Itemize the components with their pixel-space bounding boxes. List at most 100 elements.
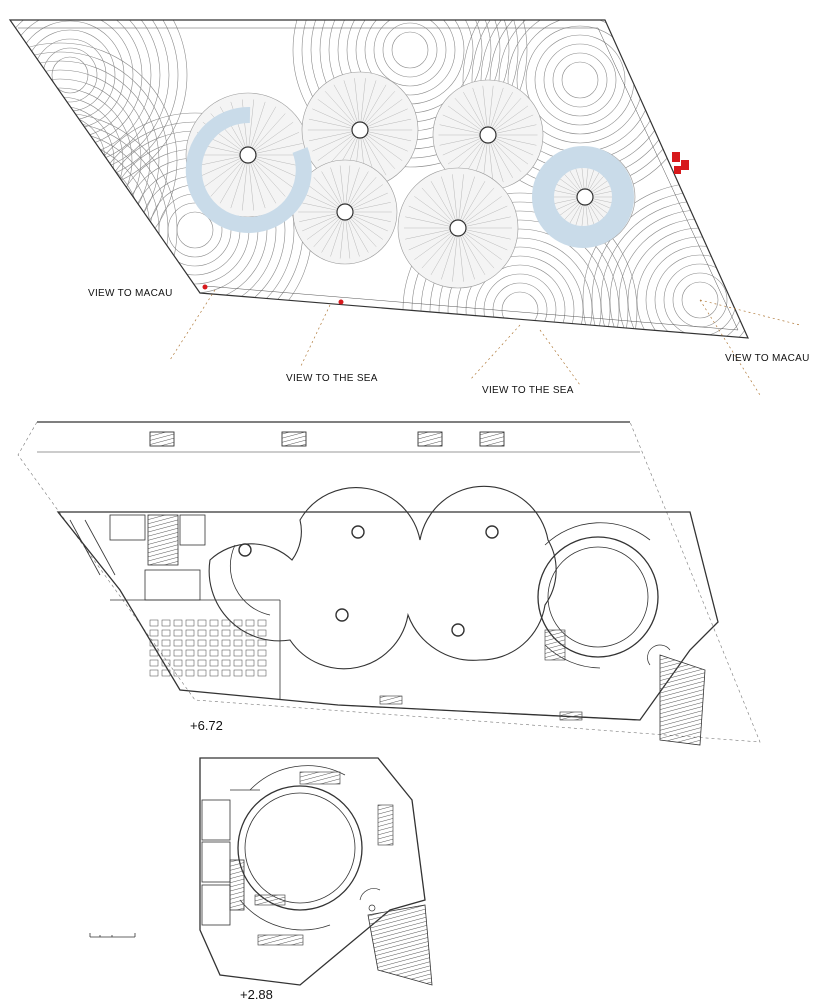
level-label-upper: +6.72 bbox=[190, 718, 223, 733]
contour-ring bbox=[543, 43, 617, 117]
contour-ring bbox=[391, 31, 429, 69]
seat bbox=[209, 669, 219, 677]
seat bbox=[245, 639, 255, 647]
contour-ring bbox=[41, 141, 79, 179]
canopy-branch bbox=[317, 99, 361, 131]
atrium-column bbox=[485, 525, 499, 539]
seat bbox=[173, 639, 183, 647]
contour-ring bbox=[10, 157, 133, 303]
contour-ring bbox=[561, 61, 599, 99]
seat bbox=[257, 659, 267, 667]
canopy-branch bbox=[457, 216, 511, 229]
canopy-branch bbox=[359, 108, 408, 131]
seat bbox=[245, 659, 255, 667]
canopy-branch bbox=[247, 154, 255, 211]
canopy-branch bbox=[457, 174, 464, 229]
seat bbox=[233, 669, 243, 677]
seat bbox=[245, 669, 255, 677]
canopy-branch bbox=[247, 99, 255, 156]
contour-ring bbox=[10, 87, 133, 233]
left-seating bbox=[149, 619, 267, 677]
seat bbox=[245, 649, 255, 657]
contour-ring bbox=[23, 123, 97, 197]
contour-ring bbox=[10, 20, 161, 166]
contour-ring bbox=[420, 210, 620, 338]
seat bbox=[257, 619, 267, 627]
canopy-branch bbox=[414, 196, 459, 229]
contour-ring bbox=[10, 20, 152, 157]
upper-stair-wedge bbox=[659, 654, 706, 746]
canopy-branch bbox=[457, 196, 502, 229]
canopy-branch bbox=[359, 129, 403, 161]
canopy-branch bbox=[247, 154, 300, 178]
scale-bar bbox=[89, 933, 136, 938]
contour-ring bbox=[10, 51, 169, 269]
label-view-to-the-sea-right: VIEW TO THE SEA bbox=[482, 385, 574, 396]
seat bbox=[233, 639, 243, 647]
seat bbox=[221, 629, 231, 637]
canopy-branch bbox=[359, 84, 387, 131]
seat bbox=[245, 629, 255, 637]
contour-ring bbox=[41, 211, 79, 249]
canopy-branch bbox=[247, 132, 300, 156]
canopy-branch bbox=[312, 129, 361, 152]
seat bbox=[257, 669, 267, 677]
contour-ring bbox=[438, 228, 602, 338]
canopy-branch bbox=[359, 99, 403, 131]
canopy-branch bbox=[457, 227, 508, 251]
canopy-branch bbox=[247, 113, 286, 156]
tree-trunk bbox=[336, 203, 354, 221]
seat bbox=[197, 619, 207, 627]
contour-ring bbox=[429, 219, 611, 338]
contour-ring bbox=[373, 20, 447, 87]
contour-ring bbox=[32, 132, 88, 188]
canopy-branch bbox=[405, 227, 459, 240]
canopy-branch bbox=[312, 108, 361, 131]
contour-ring bbox=[14, 184, 106, 276]
contour-ring bbox=[534, 34, 626, 126]
atrium-column bbox=[238, 543, 252, 557]
canopy-branch bbox=[359, 78, 366, 131]
upper-top-stairs bbox=[149, 431, 505, 447]
canopy-branch bbox=[247, 154, 266, 209]
contour-ring bbox=[364, 20, 456, 96]
canopy-branch bbox=[457, 227, 486, 275]
seat bbox=[149, 659, 159, 667]
seat bbox=[149, 629, 159, 637]
canopy-branch bbox=[457, 227, 495, 269]
seat bbox=[161, 619, 171, 627]
contour-ring bbox=[10, 20, 134, 139]
seat bbox=[209, 629, 219, 637]
canopy-branch bbox=[405, 216, 459, 229]
seat bbox=[149, 649, 159, 657]
canopy-branch bbox=[247, 143, 303, 156]
canopy-branch bbox=[247, 101, 266, 156]
canopy-branch bbox=[441, 176, 459, 229]
canopy-branch bbox=[219, 154, 249, 204]
pools bbox=[185, 106, 634, 248]
contour-ring bbox=[465, 255, 575, 338]
contour-ring bbox=[10, 148, 142, 312]
canopy-branch bbox=[247, 154, 286, 197]
seat bbox=[245, 619, 255, 627]
seat bbox=[161, 659, 171, 667]
canopy-branch bbox=[359, 91, 396, 131]
seat bbox=[221, 619, 231, 627]
canopy-branch bbox=[421, 227, 459, 269]
seat bbox=[173, 629, 183, 637]
canopy-branch bbox=[408, 205, 459, 229]
contour-ring bbox=[483, 273, 557, 338]
canopy-branch bbox=[452, 227, 459, 282]
contour-ring bbox=[10, 175, 115, 285]
lower-stair-wedge bbox=[367, 904, 433, 986]
upper-roof-edge bbox=[17, 421, 761, 743]
canopy-branch bbox=[452, 174, 459, 229]
canopy-branch bbox=[247, 154, 294, 189]
seat bbox=[197, 629, 207, 637]
seat bbox=[173, 659, 183, 667]
canopy-branch bbox=[196, 154, 249, 178]
seat bbox=[161, 649, 171, 657]
contour-ring bbox=[645, 245, 748, 338]
seat bbox=[185, 659, 195, 667]
canopy-branch bbox=[359, 129, 408, 152]
